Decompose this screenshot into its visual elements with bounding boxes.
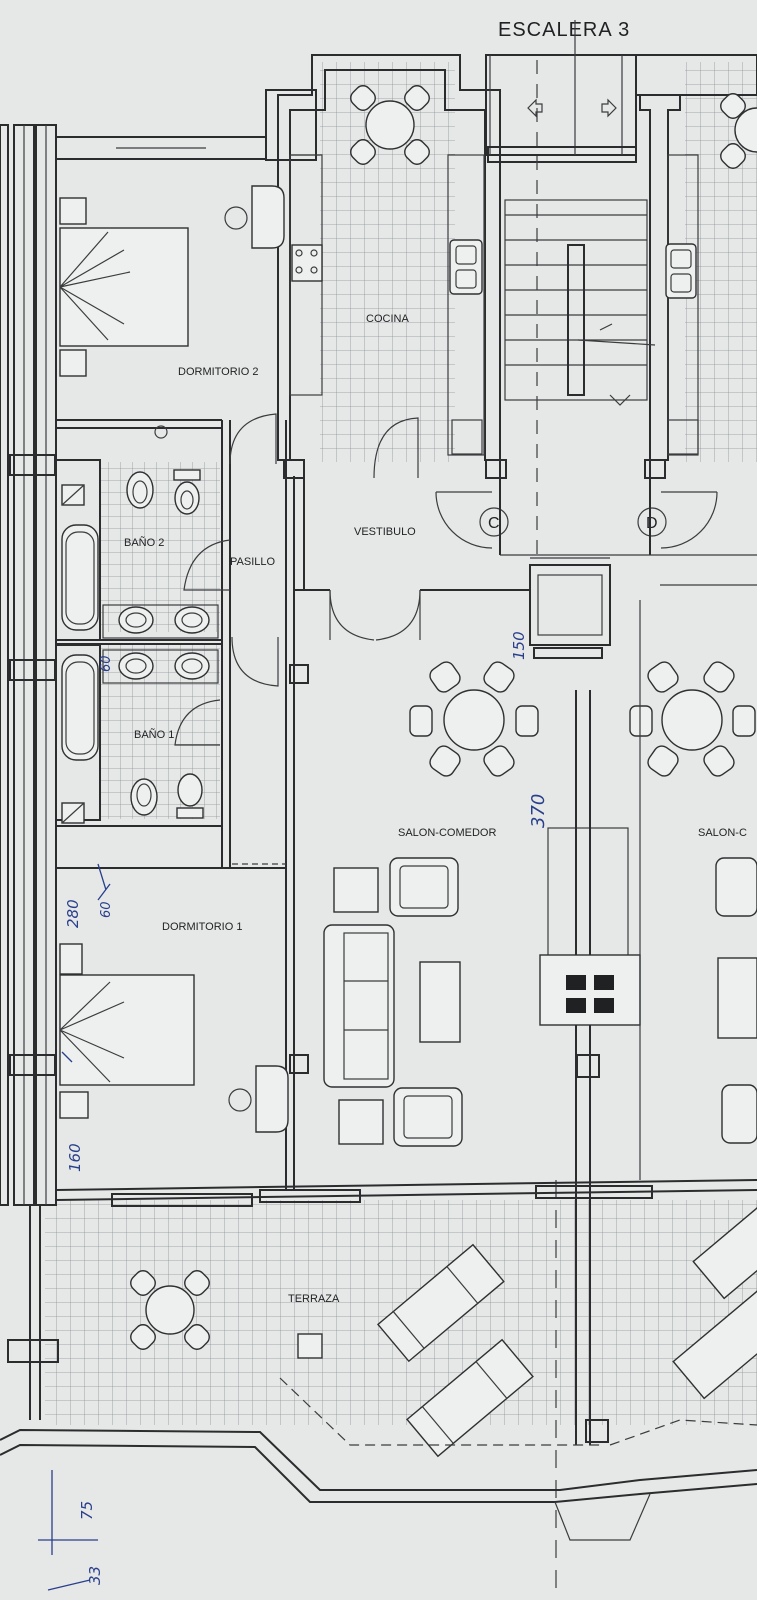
door-d-marker — [637, 507, 667, 537]
terrace-table-icon — [145, 1285, 195, 1335]
room-label-salon: SALON-COMEDOR — [398, 827, 496, 839]
sofa-icon — [323, 924, 395, 1088]
arrow-left-icon — [527, 98, 543, 118]
kitchen-table-icon — [365, 100, 415, 150]
sun-lounger-icon — [376, 1243, 505, 1363]
washbasin-icon — [118, 606, 154, 634]
wastebin-icon — [154, 425, 168, 439]
dining-table-icon — [443, 689, 505, 751]
left-facade — [0, 124, 59, 1420]
note-33: 33 — [86, 1566, 104, 1585]
note-60a: 60 — [99, 655, 114, 672]
bedroom-1: DORMITORIO 1 — [59, 921, 289, 1133]
armchair-icon — [389, 857, 459, 917]
terrace: TERRAZA — [0, 1189, 757, 1541]
kitchen: COCINA — [289, 85, 485, 456]
bathtub-icon — [61, 524, 99, 631]
note-280: 280 — [64, 899, 82, 928]
note-75: 75 — [78, 1501, 96, 1520]
bed-icon — [59, 227, 189, 347]
vestibule: VESTIBULO — [294, 417, 530, 641]
sun-lounger-icon — [692, 1189, 757, 1300]
right-living: SALON-C — [629, 600, 757, 1180]
room-label-dormitorio1: DORMITORIO 1 — [162, 921, 242, 933]
room-label-salon-right: SALON-C — [698, 827, 747, 839]
toilet-icon — [173, 469, 201, 481]
stair-core — [487, 20, 656, 1600]
right-kitchen — [665, 93, 757, 456]
bathroom-2: BAÑO 2 — [55, 459, 222, 645]
room-label-cocina: COCINA — [366, 313, 409, 325]
note-160: 160 — [66, 1143, 84, 1172]
bedroom-2: DORMITORIO 2 — [56, 185, 285, 439]
bidet-icon — [126, 471, 154, 509]
sun-lounger-icon — [406, 1338, 534, 1458]
chair-icon — [224, 206, 248, 230]
bed-icon — [59, 974, 195, 1086]
arrow-right-icon — [601, 98, 617, 118]
door-c-marker — [479, 507, 509, 537]
room-label-dormitorio2: DORMITORIO 2 — [178, 366, 258, 378]
door-c-label: C — [488, 515, 500, 532]
room-label-bano2: BAÑO 2 — [124, 536, 164, 549]
note-60b: 60 — [99, 901, 114, 918]
living-dining: SALON-COMEDOR — [323, 661, 641, 1445]
entrance-doors: C D — [435, 460, 757, 586]
stove-icon — [291, 244, 323, 282]
south-facade — [55, 1179, 757, 1207]
room-label-pasillo: PASILLO — [230, 556, 275, 568]
note-150: 150 — [510, 631, 528, 660]
bathroom-1: BAÑO 1 — [55, 644, 286, 869]
coffee-table-icon — [419, 961, 461, 1043]
room-label-bano1: BAÑO 1 — [134, 728, 174, 741]
door-d-label: D — [646, 515, 658, 532]
sun-lounger-icon — [672, 1289, 757, 1400]
hallway: PASILLO — [174, 413, 666, 1190]
north-walls — [55, 54, 757, 461]
room-label-vestibulo: VESTIBULO — [354, 526, 416, 538]
room-label-terraza: TERRAZA — [288, 1293, 340, 1305]
bath2-tiles — [100, 462, 220, 632]
handwritten-notes: 150 370 60 280 60 160 75 33 — [38, 631, 549, 1591]
stair-label: ESCALERA 3 — [498, 19, 630, 41]
sink-icon — [449, 239, 483, 295]
note-370: 370 — [528, 794, 549, 828]
chair-icon — [228, 1088, 252, 1112]
